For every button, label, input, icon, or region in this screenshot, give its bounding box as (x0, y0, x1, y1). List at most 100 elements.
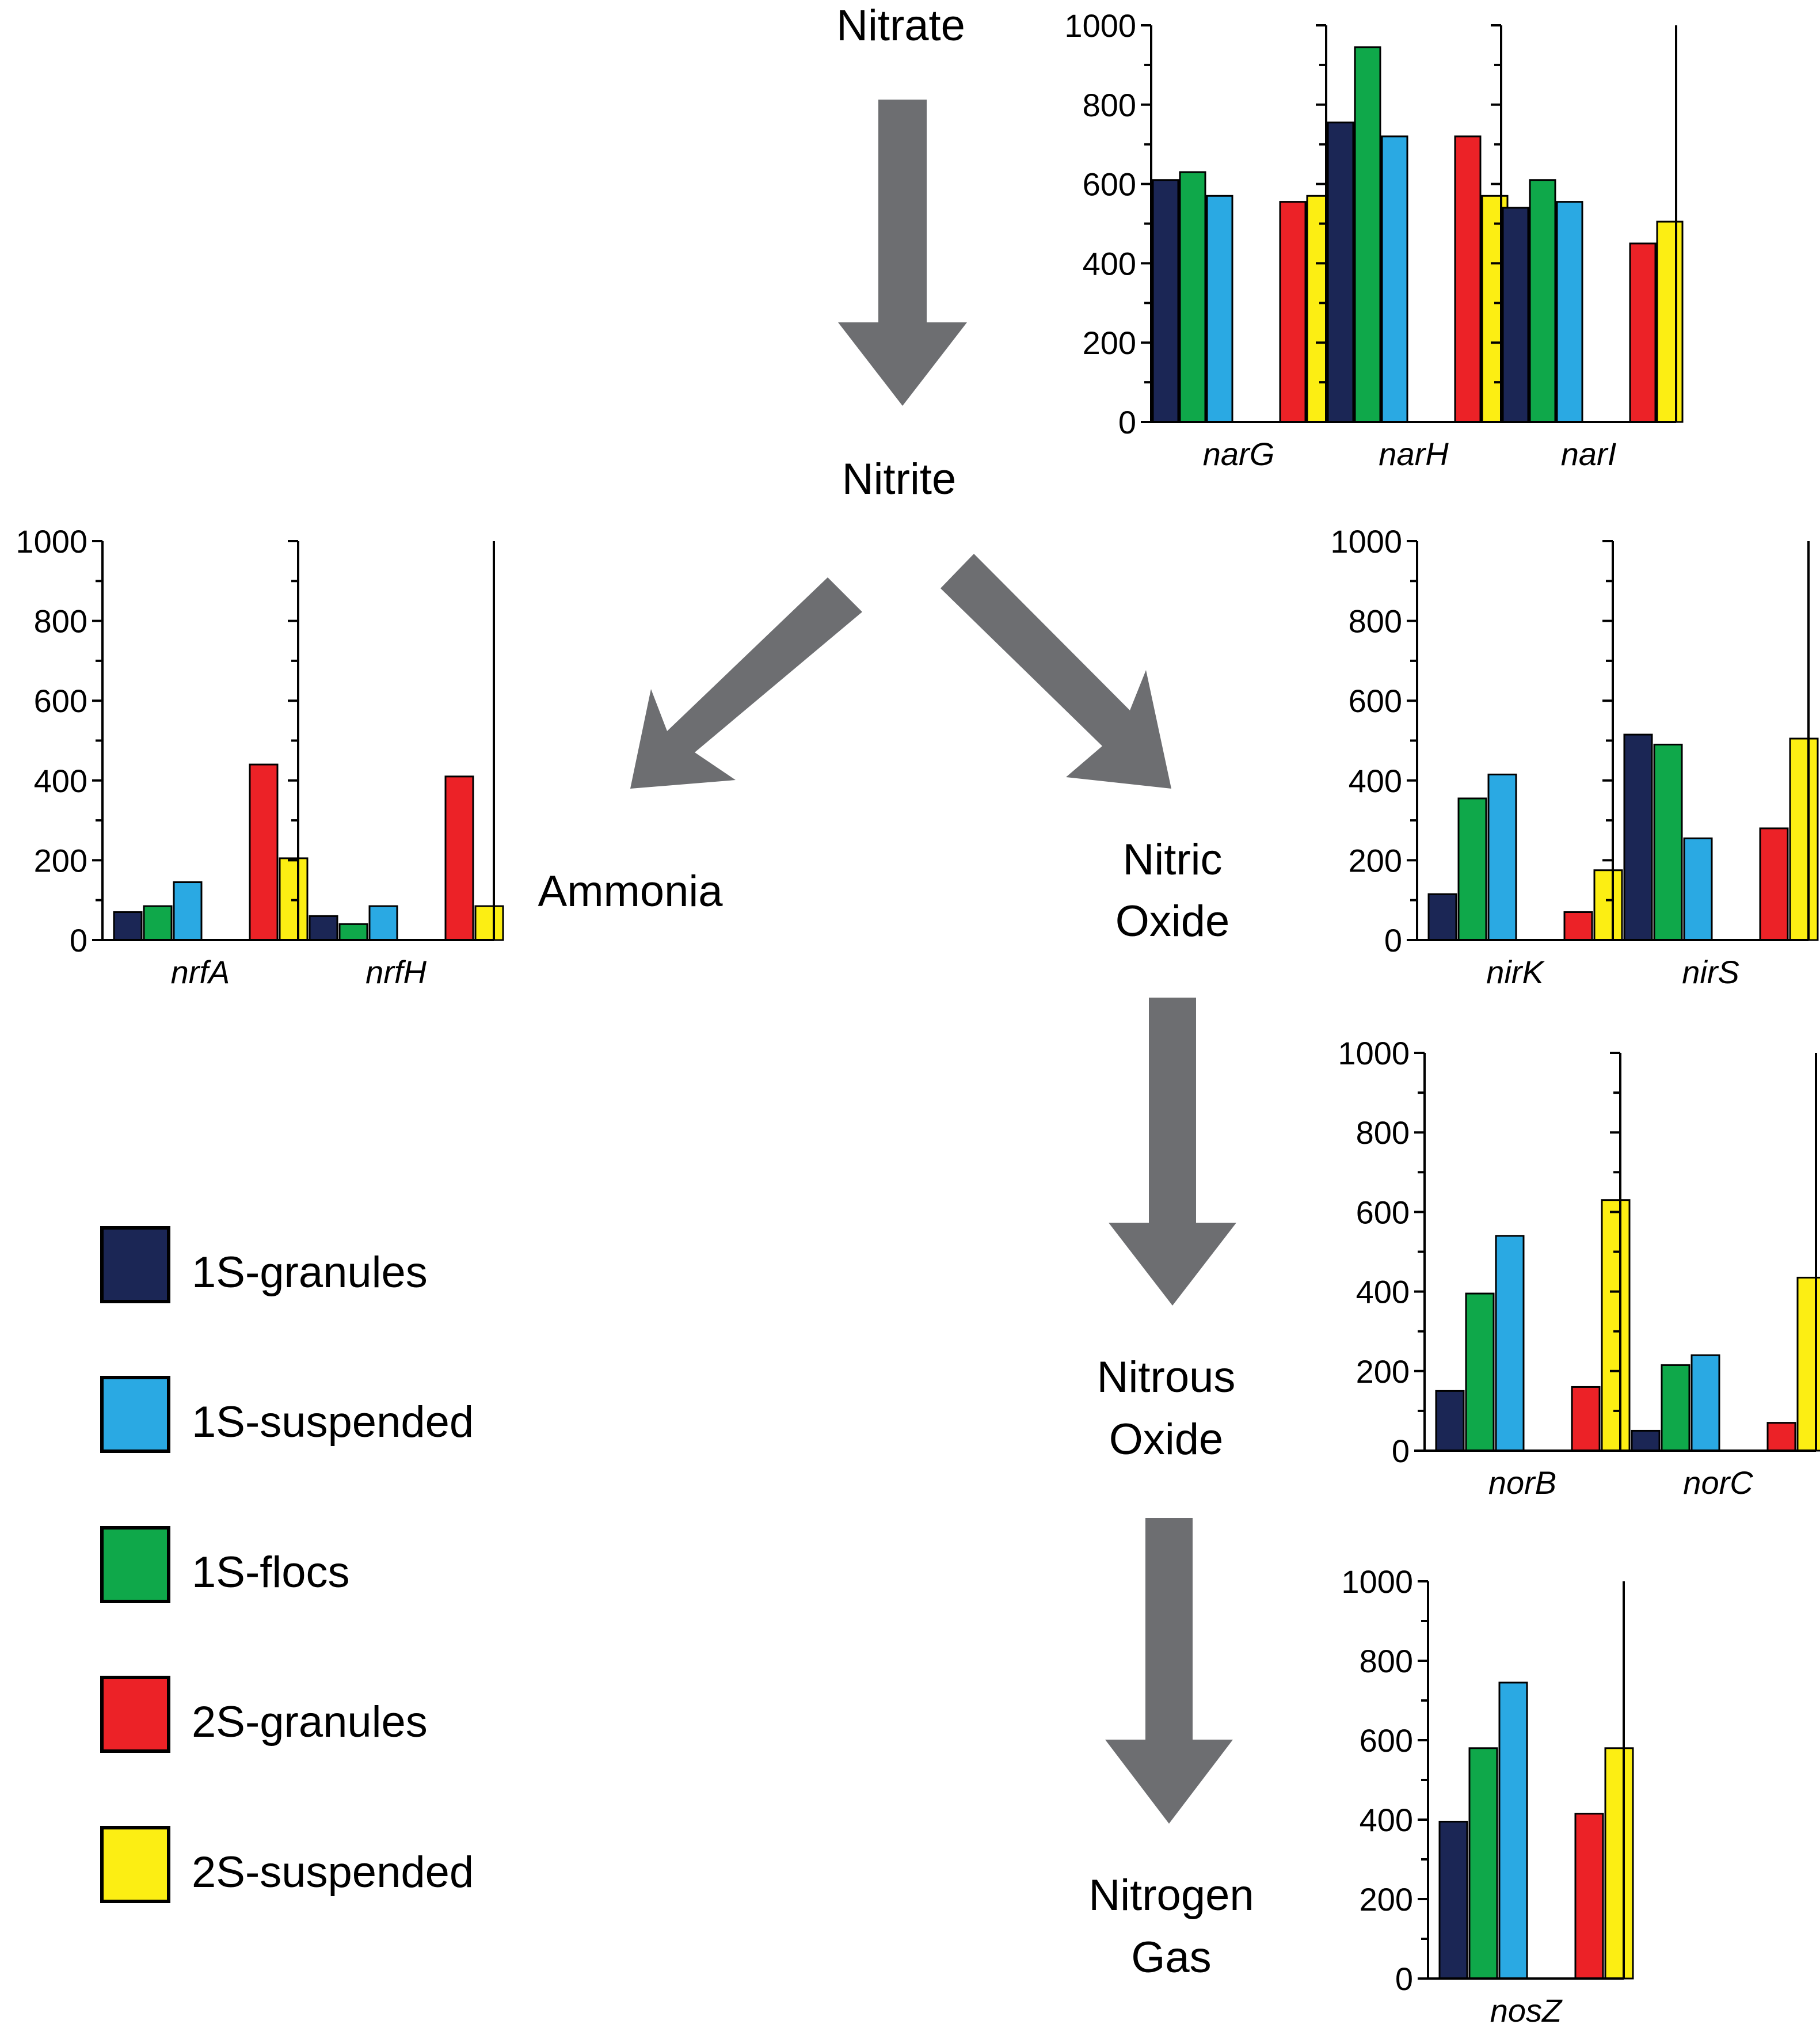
arrow-nitrate-to-nitrite (838, 100, 967, 406)
y-tick-label: 800 (1360, 1643, 1413, 1679)
y-tick-label: 800 (34, 603, 87, 640)
bar-nrfH-1s-granules (309, 915, 338, 941)
y-tick-label: 1000 (1330, 523, 1402, 560)
bar-nrfH-2s-suspended (474, 905, 504, 941)
bar-narH-1s-flocs (1354, 46, 1381, 423)
bar-nirK-2s-suspended (1593, 869, 1623, 941)
bar-nosZ-1s-suspended (1498, 1681, 1528, 1980)
legend-item-1s-suspended: 1S-suspended (100, 1376, 474, 1453)
legend-item-1s-granules: 1S-granules (100, 1226, 428, 1303)
bar-nosZ-2s-granules (1574, 1813, 1604, 1980)
y-tick-label: 600 (1083, 166, 1136, 203)
label-gas: Gas (1131, 1933, 1211, 1982)
bar-narG-2s-granules (1279, 201, 1307, 423)
bar-nirS-1s-granules (1623, 733, 1653, 941)
y-tick-label: 200 (1349, 842, 1402, 878)
legend-label: 1S-flocs (192, 1548, 350, 1597)
category-label-nirK: nirK (1486, 954, 1545, 990)
bar-narG-1s-flocs (1179, 171, 1206, 423)
category-label-nosZ: nosZ (1490, 1992, 1563, 2024)
legend-swatch (100, 1826, 170, 1903)
legend-label: 2S-suspended (192, 1848, 474, 1897)
bar-norC-1s-flocs (1661, 1364, 1690, 1452)
label-nitrate: Nitrate (836, 1, 965, 50)
y-tick-label: 400 (1356, 1274, 1410, 1310)
bar-nrfH-1s-suspended (368, 905, 398, 941)
y-tick-label: 600 (1356, 1194, 1410, 1230)
category-label-nrfA: nrfA (171, 954, 230, 990)
bar-narH-1s-granules (1327, 121, 1354, 423)
legend-label: 2S-granules (192, 1698, 428, 1747)
category-label-norB: norB (1488, 1464, 1556, 1501)
bar-narI-1s-granules (1502, 207, 1529, 423)
category-label-norC: norC (1683, 1464, 1753, 1501)
label-nitrogen: Nitrogen (1088, 1871, 1254, 1920)
bar-norB-2s-granules (1571, 1386, 1601, 1452)
bar-nirS-1s-flocs (1653, 743, 1683, 941)
y-tick-label: 1000 (1338, 1035, 1410, 1071)
bar-narI-2s-suspended (1656, 220, 1684, 423)
bar-nrfA-2s-granules (249, 763, 279, 941)
y-tick-label: 1000 (16, 523, 87, 560)
bar-norB-2s-suspended (1601, 1199, 1631, 1452)
bar-nosZ-1s-flocs (1468, 1747, 1498, 1980)
legend-label: 1S-granules (192, 1248, 428, 1297)
legend: 1S-granules 1S-suspended 1S-flocs 2S-gra… (100, 1226, 474, 1903)
label-nitrous-oxide-line2: Oxide (1109, 1415, 1224, 1464)
bar-narI-1s-suspended (1556, 201, 1583, 423)
y-tick-label: 800 (1083, 87, 1136, 123)
y-tick-label: 0 (1384, 922, 1402, 958)
legend-swatch (100, 1226, 170, 1303)
y-tick-label: 200 (1083, 325, 1136, 361)
legend-item-2s-granules: 2S-granules (100, 1676, 428, 1753)
y-tick-label: 1000 (1341, 1563, 1413, 1600)
arrow-nitrite-to-ammonia (630, 577, 862, 789)
arrow-nitrite-to-nitric-oxide (941, 554, 1171, 789)
label-nitric-oxide-line2: Oxide (1115, 897, 1230, 946)
category-label-narH: narH (1379, 436, 1449, 472)
y-tick-label: 0 (1118, 404, 1136, 440)
category-label-nrfH: nrfH (365, 954, 427, 990)
bar-narH-2s-granules (1454, 135, 1482, 423)
pathway-arrows (630, 100, 1236, 1824)
y-tick-label: 0 (1392, 1433, 1410, 1469)
bar-norC-1s-suspended (1690, 1354, 1720, 1452)
arrow-nitric-oxide-to-nitrous-oxide (1109, 998, 1236, 1306)
bar-nrfH-2s-granules (444, 775, 474, 941)
bar-nirS-2s-suspended (1789, 737, 1819, 941)
legend-item-2s-suspended: 2S-suspended (100, 1826, 474, 1903)
label-nitrous: Nitrous (1097, 1353, 1236, 1402)
bar-nirK-2s-granules (1563, 911, 1593, 941)
y-tick-label: 200 (1356, 1353, 1410, 1390)
y-tick-label: 400 (1083, 245, 1136, 281)
bar-nrfA-1s-granules (113, 911, 143, 941)
y-tick-label: 0 (1395, 1961, 1413, 1997)
bar-norB-1s-granules (1435, 1390, 1465, 1452)
pathway-labels: Nitrate Nitrite Ammonia Nitric Oxide Nit… (538, 1, 1254, 1982)
bar-nosZ-1s-granules (1438, 1820, 1468, 1980)
label-nitric: Nitric (1122, 835, 1222, 884)
bar-nrfA-1s-suspended (173, 881, 203, 941)
label-nitrite: Nitrite (842, 455, 956, 504)
legend-label: 1S-suspended (192, 1398, 474, 1447)
arrow-nitrous-oxide-to-nitrogen-gas (1105, 1518, 1233, 1824)
y-tick-label: 800 (1356, 1114, 1410, 1151)
category-label-narG: narG (1203, 436, 1275, 472)
y-tick-label: 400 (1360, 1802, 1413, 1838)
y-tick-label: 600 (1360, 1722, 1413, 1759)
bar-narI-1s-flocs (1529, 179, 1556, 423)
legend-swatch (100, 1376, 170, 1453)
y-tick-label: 200 (34, 842, 87, 878)
bar-narG-1s-suspended (1206, 195, 1233, 423)
bar-norC-1s-granules (1631, 1429, 1661, 1452)
y-tick-label: 0 (70, 922, 87, 958)
bar-norC-2s-granules (1766, 1422, 1796, 1452)
legend-swatch (100, 1526, 170, 1603)
legend-swatch (100, 1676, 170, 1753)
bar-norB-1s-suspended (1495, 1235, 1525, 1452)
y-tick-label: 600 (34, 683, 87, 719)
